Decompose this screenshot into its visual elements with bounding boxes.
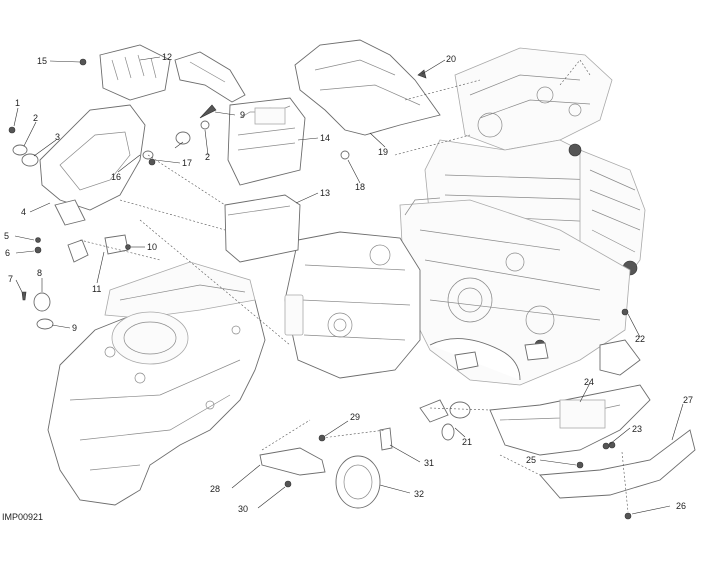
callout-10: 10 bbox=[147, 242, 157, 252]
callout-6: 6 bbox=[5, 248, 10, 258]
callout-21: 21 bbox=[462, 437, 472, 447]
callout-30: 30 bbox=[238, 504, 248, 514]
callout-18: 18 bbox=[355, 182, 365, 192]
callout-24: 24 bbox=[584, 377, 594, 387]
callout-5: 5 bbox=[4, 231, 9, 241]
callout-9-repeat: 9 bbox=[240, 110, 245, 120]
callout-labels: 1 2 3 4 5 6 7 8 9 10 11 12 13 14 15 16 1… bbox=[2, 52, 693, 522]
leader-lines bbox=[13, 56, 684, 515]
callout-11: 11 bbox=[92, 284, 101, 294]
callout-1: 1 bbox=[15, 98, 20, 108]
part-14-ecu bbox=[227, 97, 306, 186]
callout-31: 31 bbox=[424, 458, 434, 468]
callout-15: 15 bbox=[37, 56, 47, 66]
misc-fasteners bbox=[148, 69, 632, 520]
callout-9: 9 bbox=[72, 323, 77, 333]
small-fasteners bbox=[8, 58, 217, 330]
callout-4: 4 bbox=[21, 207, 26, 217]
part-19-cover bbox=[294, 39, 441, 136]
callout-22: 22 bbox=[635, 334, 645, 344]
callout-8: 8 bbox=[37, 268, 42, 278]
part-4-bracket bbox=[39, 104, 146, 226]
belt-cover bbox=[47, 261, 266, 506]
callout-16: 16 bbox=[111, 172, 121, 182]
callout-2-repeat: 2 bbox=[205, 152, 210, 162]
engine-assembly bbox=[284, 47, 646, 386]
callout-25: 25 bbox=[526, 455, 536, 465]
part-12-connector bbox=[99, 44, 246, 103]
parts-24-25-27-guards bbox=[489, 339, 696, 499]
callout-32: 32 bbox=[414, 489, 424, 499]
callout-3: 3 bbox=[55, 132, 60, 142]
callout-23: 23 bbox=[632, 424, 642, 434]
parts-28-32-horn bbox=[259, 427, 393, 509]
callout-26: 26 bbox=[676, 501, 686, 511]
callout-28: 28 bbox=[210, 484, 220, 494]
callout-27: 27 bbox=[683, 395, 693, 405]
callout-13: 13 bbox=[320, 188, 330, 198]
diagram-code: IMP00921 bbox=[2, 512, 43, 522]
callout-19: 19 bbox=[378, 147, 388, 157]
callout-14: 14 bbox=[320, 133, 330, 143]
callout-29: 29 bbox=[350, 412, 360, 422]
part-13-housing bbox=[224, 194, 301, 263]
callout-2: 2 bbox=[33, 113, 38, 123]
callout-12: 12 bbox=[162, 52, 172, 62]
callout-17: 17 bbox=[182, 158, 192, 168]
callout-20: 20 bbox=[446, 54, 456, 64]
callout-7: 7 bbox=[8, 274, 13, 284]
part-21-lamp bbox=[419, 399, 471, 441]
